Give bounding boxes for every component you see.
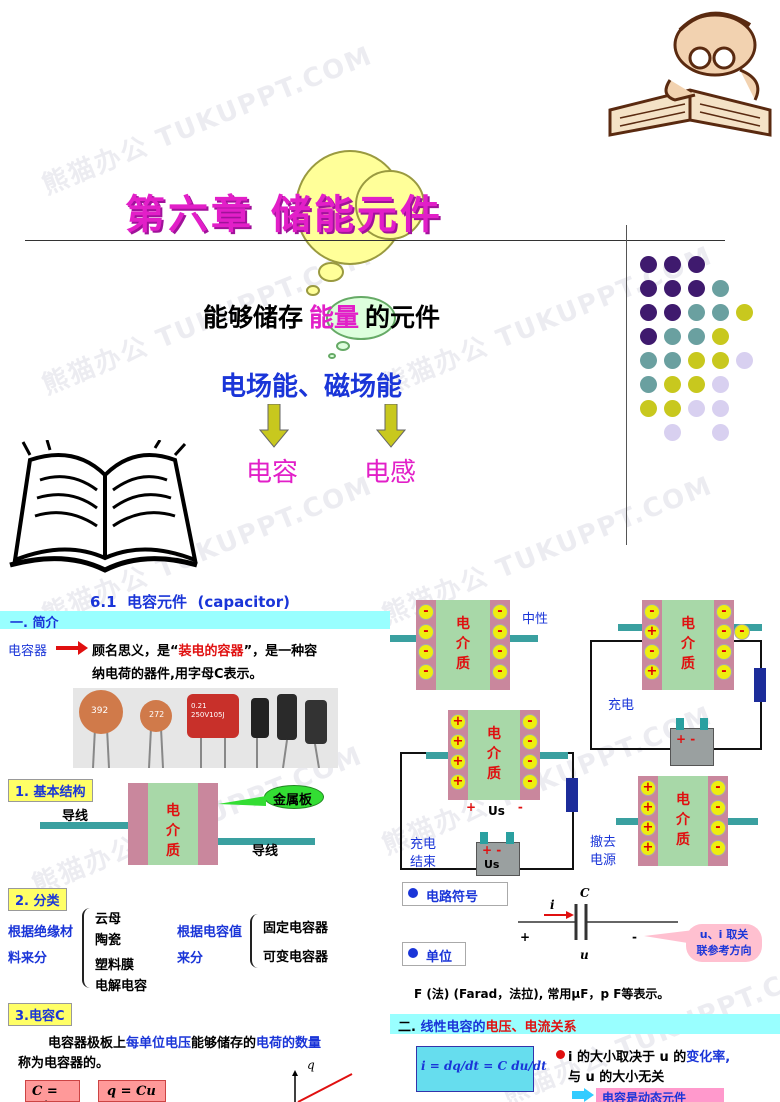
capacitor-word: 电容	[246, 458, 299, 488]
value-item: 固定电容器	[263, 921, 329, 936]
ref-note: u、i 取关联参考方向	[686, 924, 762, 962]
wire-right	[215, 838, 315, 845]
us-polarity: + -	[466, 800, 523, 814]
metal-plate-callout: 金属板	[264, 785, 324, 809]
arrow-right-icon	[56, 641, 88, 655]
remove-source-label: 撤去电源	[590, 835, 617, 868]
unit-tag-bg	[402, 942, 466, 966]
symbol-plus: +	[520, 930, 531, 944]
symbol-tag-bg	[402, 882, 508, 906]
bullet-icon	[556, 1050, 565, 1059]
current-formula: i = dq/dt = C du/dt	[416, 1046, 547, 1092]
arrow-right-icon	[572, 1088, 594, 1102]
battery-polarity: + -	[676, 732, 696, 746]
battery	[670, 728, 714, 766]
open-book-clipart	[9, 440, 198, 573]
symbol-tag: 电路符号	[426, 890, 479, 905]
intro-text: 顾名思义，是“装电的容器”，是一种容	[92, 644, 318, 659]
note-1: i 的大小取决于 u 的变化率,	[568, 1050, 731, 1065]
relation-title: 二. 线性电容的电压、电流关系	[398, 1020, 577, 1035]
slide-capacitor-charging: 熊猫办公 TUKUPPT.COM 熊猫办公 TUKUPPT.COM 电介质 --…	[378, 580, 780, 1102]
capc-text: 电容器极板上每单位电压能够储存的电荷的数量	[48, 1036, 322, 1051]
bullet-icon	[408, 948, 418, 958]
energy-fields: 电场能、磁场能	[220, 372, 403, 402]
ref-note-pointer	[644, 930, 694, 944]
metal-plate-right	[198, 783, 218, 865]
slide-title: 熊猫办公 TUKUPPT.COM 熊猫办公 TUKUPPT.COM 熊猫办公 T…	[9, 11, 772, 631]
capacitor-photo-label: 392	[91, 706, 109, 716]
section-title: 6.1 电容元件 (capacitor)	[90, 593, 290, 611]
charging-label: 充电	[608, 698, 635, 713]
capacitor-symbol	[518, 904, 678, 940]
struct-tag: 1. 基本结构	[8, 779, 93, 802]
resistor	[566, 778, 578, 812]
intro-tag: 一. 简介	[10, 616, 59, 631]
note-2: 与 u 的大小无关	[568, 1070, 665, 1085]
material-item: 电解电容	[95, 979, 148, 994]
battery	[476, 842, 520, 876]
thought-cloud	[355, 170, 425, 240]
callout-pointer	[218, 796, 266, 806]
symbol-c-label: C	[580, 886, 590, 900]
symbol-u-label: u	[580, 948, 589, 962]
symbol-i-label: i	[550, 898, 555, 912]
note-3-badge: 电容是动态元件	[596, 1088, 724, 1102]
wire-left	[40, 822, 135, 829]
divider-line	[25, 240, 725, 241]
bullet-icon	[408, 888, 418, 898]
capacitor-label: 电容器	[8, 644, 48, 659]
arrow-down-icon	[376, 404, 406, 448]
energy-line: 能够储存能量的元件	[203, 303, 441, 332]
inductor-word: 电感	[364, 458, 417, 488]
section-bar	[0, 611, 390, 629]
capacitor-photo-label: 0.21 250V105J	[191, 702, 225, 719]
energy-word: 能量	[309, 303, 360, 332]
brace	[82, 908, 90, 988]
neutral-label: 中性	[522, 612, 549, 627]
energy-cloud	[326, 296, 396, 340]
intro-text-line2: 纳电荷的器件,用字母C表示。	[92, 667, 263, 682]
capacitor-photo-label: 272	[149, 710, 165, 719]
arrow-down-icon	[259, 404, 289, 448]
material-item: 塑料膜	[95, 958, 135, 973]
thought-cloud-bubble	[318, 262, 344, 282]
material-item: 陶瓷	[95, 933, 122, 948]
chapter-title: 第六章 储能元件	[125, 192, 443, 238]
us-label: Us	[484, 858, 500, 871]
relation-bar	[390, 1014, 780, 1034]
formula-q-box: q = Cu	[98, 1080, 166, 1102]
charge-done-label: 充电结束	[410, 837, 437, 870]
class-tag: 2. 分类	[8, 888, 67, 911]
value-item: 可变电容器	[263, 950, 329, 965]
unit-text: F (法) (Farad，法拉), 常用μF，p F等表示。	[414, 987, 670, 1001]
dielectric-block: 电介质	[148, 783, 198, 865]
energy-cloud-bubble	[328, 353, 336, 359]
by-material-label: 根据绝缘材料来分	[8, 925, 74, 966]
unit-tag: 单位	[426, 950, 453, 965]
thought-cloud-bubble	[306, 285, 320, 296]
q-u-graph	[292, 1070, 353, 1102]
wire-left-label: 导线	[62, 809, 89, 824]
metal-plate-left	[128, 783, 148, 865]
energy-cloud-bubble	[336, 341, 350, 351]
capacitor-photos: 392 272 0.21 250V105J	[73, 688, 338, 769]
battery-polarity: + -	[482, 843, 502, 857]
brace	[250, 914, 258, 968]
symbol-minus: -	[632, 930, 637, 944]
divider-line-vertical	[626, 225, 627, 545]
formula-c-box: C = q/u	[25, 1080, 80, 1102]
wire-right-label: 导线	[252, 844, 279, 859]
by-value-label: 根据电容值来分	[177, 925, 243, 966]
resistor	[754, 668, 766, 702]
q-axis-label: q	[307, 1058, 315, 1072]
capc-text-line2: 称为电容器的。	[18, 1056, 110, 1071]
professor-reading-clipart	[608, 11, 772, 137]
capc-tag: 3.电容C	[8, 1003, 72, 1026]
slide-capacitor-intro: 熊猫办公 TUKUPPT.COM 6.1 电容元件 (capacitor) 一.…	[0, 580, 390, 1102]
material-item: 云母	[95, 912, 122, 927]
us-label: Us	[488, 804, 505, 818]
